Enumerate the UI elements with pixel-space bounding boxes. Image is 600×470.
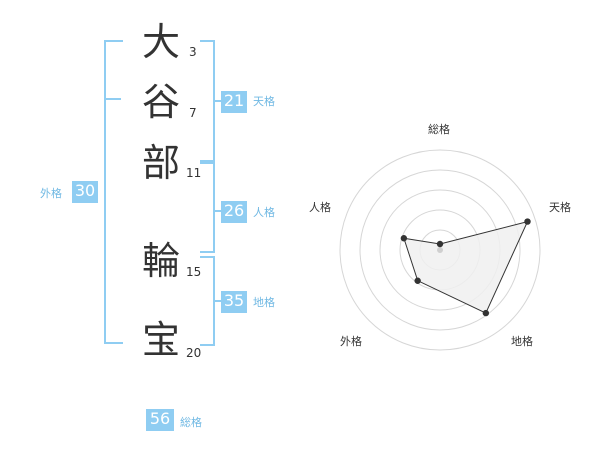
gaikaku-value-box: 30 bbox=[72, 181, 98, 203]
radar-point-2 bbox=[524, 218, 531, 225]
soukaku-label: 総格 bbox=[180, 416, 202, 429]
radar-point-1 bbox=[436, 240, 444, 248]
tenkaku-value-box: 21 bbox=[221, 91, 247, 113]
tenkaku-connector bbox=[213, 100, 221, 102]
stroke-count-2: 7 bbox=[189, 106, 197, 120]
name-char-5: 宝 bbox=[142, 318, 181, 362]
name-char-2: 谷 bbox=[142, 80, 181, 124]
stroke-count-3: 11 bbox=[186, 166, 202, 180]
name-char-3: 部 bbox=[142, 141, 181, 185]
chikaku-label: 地格 bbox=[253, 296, 275, 309]
chikaku-value-box: 35 bbox=[221, 291, 247, 313]
stroke-count-1: 3 bbox=[189, 45, 197, 59]
chikaku-connector bbox=[213, 300, 221, 302]
jinkaku-connector bbox=[213, 210, 221, 212]
gaikaku-bracket bbox=[104, 40, 123, 344]
radar-axis-label-chikaku: 地格 bbox=[511, 335, 533, 348]
radar-point-5 bbox=[400, 235, 408, 242]
radar-axis-label-gaikaku: 外格 bbox=[340, 335, 362, 348]
tenkaku-label: 天格 bbox=[253, 95, 275, 108]
radar-data-polygon bbox=[403, 220, 529, 314]
stroke-count-5: 20 bbox=[186, 346, 202, 360]
jinkaku-value-box: 26 bbox=[221, 201, 247, 223]
jinkaku-bracket bbox=[200, 162, 215, 253]
radar-axis-label-tenkaku: 天格 bbox=[549, 201, 571, 214]
jinkaku-label: 人格 bbox=[253, 206, 275, 219]
soukaku-value-box: 56 bbox=[146, 409, 174, 431]
gaikaku-label: 外格 bbox=[40, 187, 62, 200]
gaikaku-bracket-inner-tick bbox=[104, 98, 121, 100]
radar-center-dot bbox=[437, 247, 443, 253]
radar-point-3 bbox=[482, 309, 490, 317]
stroke-count-4: 15 bbox=[186, 265, 202, 279]
radar-axis-label-jinkaku: 人格 bbox=[309, 201, 331, 214]
name-char-4: 輪 bbox=[142, 239, 181, 283]
radar-point-4 bbox=[414, 277, 421, 284]
name-char-1: 大 bbox=[142, 20, 181, 64]
radar-axis-label-soukaku: 総格 bbox=[428, 123, 450, 136]
radar-ring-1 bbox=[339, 149, 541, 351]
radar-ring-2 bbox=[359, 169, 521, 331]
